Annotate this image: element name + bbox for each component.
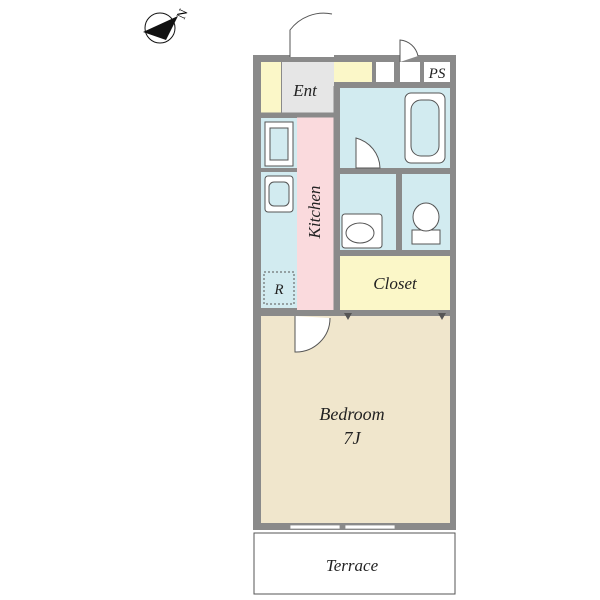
entrance-label: Ent (292, 81, 318, 100)
entrance-area (282, 62, 334, 114)
refrigerator-label: R (273, 282, 283, 298)
refrigerator-space (261, 268, 297, 308)
refrigerator-icon (263, 271, 295, 305)
washbasin-icon (341, 213, 383, 249)
closet (340, 256, 450, 310)
bedroom (261, 316, 450, 523)
ps-door-swing (399, 39, 419, 62)
pipe-space-label: PS (428, 66, 446, 82)
bedroom-size-label: 7J (344, 428, 362, 448)
shaft-box-1 (376, 62, 394, 82)
shaft-box-2 (400, 62, 420, 82)
bedroom-label: Bedroom (319, 404, 384, 424)
bathroom-door-swing (355, 137, 381, 169)
toilet-icon (411, 202, 441, 245)
storage-shelf-top (334, 62, 372, 82)
terrace (253, 532, 456, 595)
compass-needle-icon (143, 16, 178, 40)
kitchen-label: Kitchen (305, 186, 324, 240)
closet-label: Closet (373, 274, 418, 293)
terrace-label: Terrace (326, 556, 379, 575)
entrance-door (289, 12, 334, 57)
kitchen-sink-icon (264, 175, 294, 213)
compass-ring-icon (144, 12, 176, 44)
compass: N (143, 6, 191, 44)
storage-shelf-left (261, 62, 281, 114)
bathtub-icon (404, 92, 446, 164)
bedroom-window (289, 524, 396, 530)
pipe-space-box (424, 62, 450, 82)
bedroom-door-swing (294, 316, 331, 353)
kitchen-corridor (297, 116, 334, 310)
kitchen-stove-icon (264, 121, 294, 167)
closet-door-marks (344, 313, 446, 320)
interior-walls (253, 86, 456, 316)
